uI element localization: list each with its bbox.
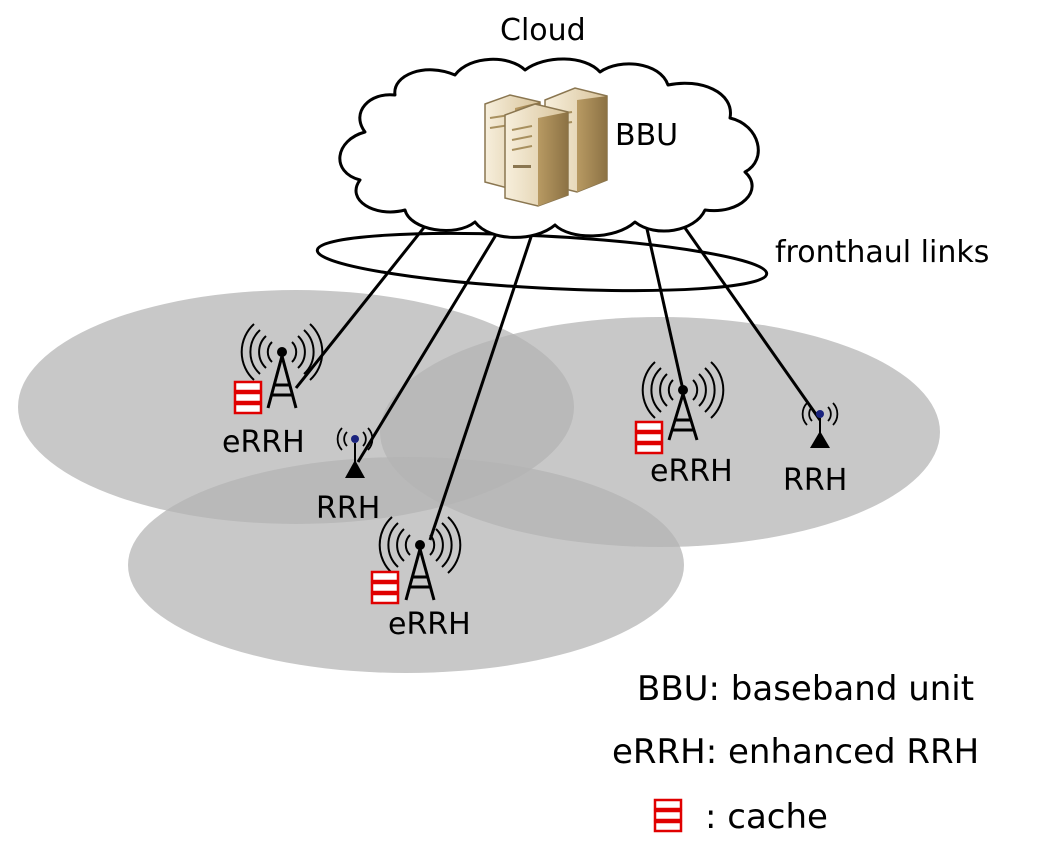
small-antenna-icon [801,402,839,448]
fronthaul-link [428,224,537,541]
node-label: RRH [316,491,380,526]
fronthaul-bundle-ring [315,231,769,293]
server-icon [484,87,608,207]
rrh-node: RRH [316,427,380,526]
antenna-tower-icon [378,516,462,601]
errh-node: eRRH [222,323,324,460]
cache-icon [233,380,263,415]
errh-node: eRRH [370,516,471,642]
node-label: eRRH [388,607,471,642]
cloud-label: Cloud [500,13,586,48]
cache-icon [370,570,400,605]
node-label: eRRH [650,454,733,489]
fronthaul-link [294,219,432,389]
fronthaul-link [356,219,507,463]
rrh-node: RRH [783,402,847,498]
cache-icon [634,420,664,455]
legend-cache: : cache [705,797,828,837]
fronthaul-link [643,219,685,391]
coverage-areas [18,290,940,673]
bbu-label: BBU [615,118,678,153]
cache-icon [653,798,683,833]
fronthaul-label: fronthaul links [775,235,989,270]
antenna-tower-icon [240,323,324,409]
small-antenna-icon [336,427,374,478]
legend-errh: eRRH: enhanced RRH [612,732,979,772]
errh-node: eRRH [634,361,733,489]
antenna-tower-icon [641,361,725,441]
node-label: RRH [783,463,847,498]
legend: BBU: baseband unit eRRH: enhanced RRH : … [612,669,979,837]
coverage-area-bottom [128,457,684,673]
legend-bbu: BBU: baseband unit [637,669,974,709]
node-label: eRRH [222,425,305,460]
